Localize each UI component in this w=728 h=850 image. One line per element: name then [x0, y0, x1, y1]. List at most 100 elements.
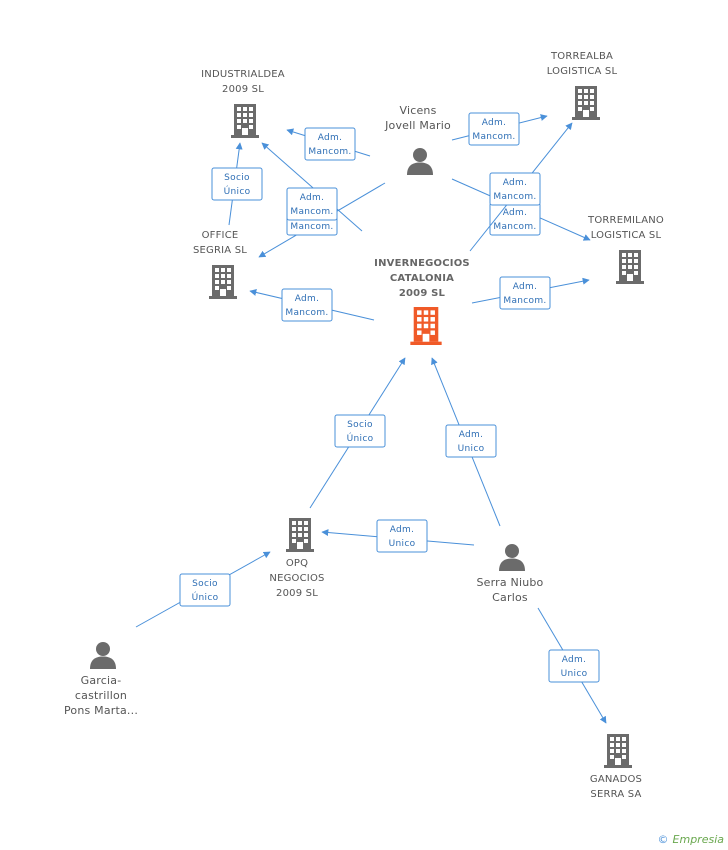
node-label: Jovell Mario	[384, 119, 451, 132]
person-icon[interactable]	[499, 544, 525, 571]
edge-label-text: Adm.	[482, 118, 507, 128]
edge-label-text: Mancom.	[493, 192, 536, 202]
node-label: LOGISTICA SL	[547, 66, 618, 77]
node-opq[interactable]: OPQ NEGOCIOS 2009 SL	[269, 518, 324, 599]
edge-label-text: Mancom.	[493, 222, 536, 232]
node-office[interactable]: OFFICE SEGRIA SL	[193, 230, 247, 299]
edge-e2: Adm. Mancom.	[451, 112, 548, 146]
building-icon[interactable]	[286, 518, 314, 552]
node-label: 2009 SL	[276, 588, 318, 599]
edge-label-box[interactable]	[468, 112, 520, 146]
node-label: 2009 SL	[222, 84, 264, 95]
node-label: OPQ	[286, 558, 308, 569]
node-label: CATALONIA	[390, 273, 454, 284]
edge-label-text: Adm.	[300, 193, 325, 203]
building-icon[interactable]	[209, 265, 237, 299]
edge-label-text: Socio	[347, 420, 373, 430]
node-label: INDUSTRIALDEA	[201, 69, 285, 80]
edge-line	[261, 142, 363, 232]
node-label: Carlos	[492, 591, 528, 604]
node-label: SERRA SA	[590, 789, 641, 800]
edge-label-box[interactable]	[548, 649, 600, 683]
edge-e12: Adm. Unico	[321, 519, 475, 553]
node-center[interactable]: INVERNEGOCIOS CATALONIA 2009 SL	[374, 258, 470, 345]
building-icon[interactable]	[410, 307, 442, 345]
edge-label-text: Adm.	[503, 208, 528, 218]
edge-label-text: Unico	[389, 539, 416, 549]
edge-label-text: Mancom.	[472, 132, 515, 142]
person-icon[interactable]	[407, 148, 433, 175]
edge-label-text: Unico	[458, 444, 485, 454]
edge-label-box[interactable]	[281, 288, 333, 322]
building-icon[interactable]	[572, 86, 600, 120]
edge-label-text: Adm.	[459, 430, 484, 440]
edge-e1: Adm. Mancom.	[286, 127, 371, 161]
node-label: NEGOCIOS	[269, 573, 324, 584]
edge-label-box[interactable]	[334, 414, 386, 448]
edge-label-box[interactable]	[376, 519, 428, 553]
node-label: GANADOS	[590, 774, 642, 785]
node-label: TORREMILANO	[587, 215, 664, 226]
brand-name: Empresia	[672, 833, 724, 846]
edge-label-text: Único	[192, 591, 219, 603]
node-label: SEGRIA SL	[193, 245, 247, 256]
edge-e14: Adm. Unico	[537, 607, 607, 724]
edge-e11: Adm. Unico	[431, 357, 501, 527]
edge-label-text: Unico	[561, 669, 588, 679]
edge-label-box[interactable]	[304, 127, 356, 161]
footer-brand: ©Empresia	[658, 833, 724, 846]
edge-e5: Adm. Mancom.	[261, 142, 363, 232]
edge-label-text: Mancom.	[308, 147, 351, 157]
building-icon[interactable]	[231, 104, 259, 138]
node-label: OFFICE	[202, 230, 239, 241]
edge-label-text: Mancom.	[503, 296, 546, 306]
person-icon[interactable]	[90, 642, 116, 669]
node-torrealba[interactable]: TORREALBA LOGISTICA SL	[547, 51, 618, 120]
edge-label-text: Adm.	[562, 655, 587, 665]
node-industrialdea[interactable]: INDUSTRIALDEA 2009 SL	[201, 69, 285, 138]
edge-label-text: Adm.	[503, 178, 528, 188]
node-label: TORREALBA	[550, 51, 613, 62]
edge-label-box[interactable]	[489, 172, 541, 206]
node-label: Vicens	[399, 104, 436, 117]
node-label: INVERNEGOCIOS	[374, 258, 470, 269]
edge-label-text: Único	[224, 185, 251, 197]
building-icon[interactable]	[604, 734, 632, 768]
copyright-symbol: ©	[657, 833, 669, 846]
node-label: Garcia-	[81, 674, 122, 687]
edge-label-box[interactable]	[499, 276, 551, 310]
node-label: 2009 SL	[399, 288, 446, 299]
edge-label-text: Adm.	[295, 294, 320, 304]
node-torremilano[interactable]: TORREMILANO LOGISTICA SL	[587, 215, 664, 284]
edge-label-box[interactable]	[179, 573, 231, 607]
edge-label-text: Socio	[224, 173, 250, 183]
edge-e9: Adm. Mancom.	[471, 276, 590, 310]
edge-label-text: Adm.	[318, 133, 343, 143]
node-label: LOGISTICA SL	[591, 230, 662, 241]
edge-label-box[interactable]	[211, 167, 263, 201]
edge-label-text: Adm.	[513, 282, 538, 292]
edge-label-text: Adm.	[390, 525, 415, 535]
edge-e6: Adm. Mancom.	[469, 122, 573, 252]
edge-label-text: Mancom.	[290, 207, 333, 217]
node-label: Serra Niubo	[476, 576, 543, 589]
edge-e8: Adm. Mancom.	[249, 288, 375, 322]
edge-label-text: Único	[347, 432, 374, 444]
edge-label-text: Mancom.	[290, 222, 333, 232]
edge-label-box[interactable]	[445, 424, 497, 458]
edge-label-box[interactable]	[286, 187, 338, 221]
building-icon[interactable]	[616, 250, 644, 284]
node-ganados[interactable]: GANADOS SERRA SA	[590, 734, 642, 800]
node-label: castrillon	[75, 689, 127, 702]
node-label: Pons Marta...	[64, 704, 138, 717]
edge-label-text: Socio	[192, 579, 218, 589]
edge-label-text: Mancom.	[285, 308, 328, 318]
